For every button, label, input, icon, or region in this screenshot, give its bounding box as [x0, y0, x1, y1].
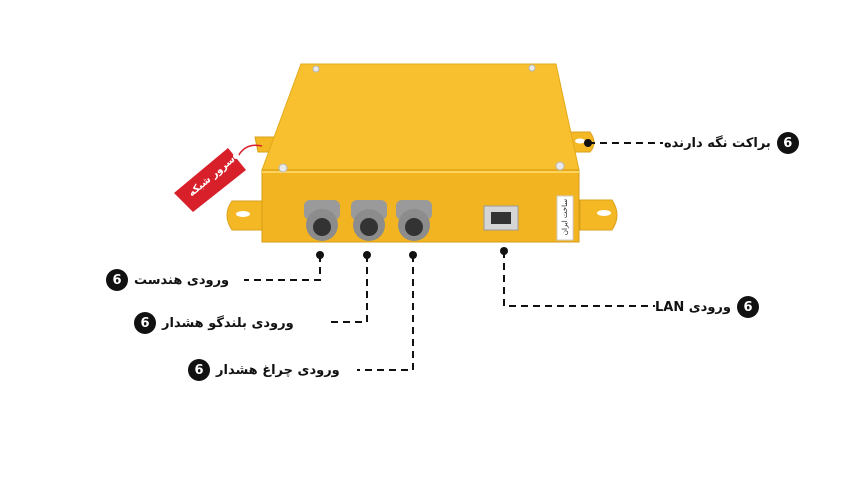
- top-right-bracket-hole: [575, 138, 585, 144]
- right-bracket-hole: [597, 210, 611, 216]
- speaker-gland: [351, 200, 387, 241]
- left-bracket-hole: [236, 211, 250, 217]
- bracket-label: براکت نگه دارنده: [664, 135, 771, 151]
- lan-label: ورودی LAN: [655, 299, 731, 315]
- connector-lines: [244, 142, 663, 371]
- stamp-plate: [556, 195, 574, 241]
- speaker-number-badge: 6: [134, 312, 156, 334]
- right-bracket: [579, 199, 618, 231]
- lamp-number-badge: 6: [188, 359, 210, 381]
- connector-dots: [316, 139, 592, 259]
- lamp-gland: [396, 200, 432, 241]
- speaker-callout: ورودی بلندگو هشدار 6: [134, 312, 294, 334]
- stamp-label: ساخت ایران: [561, 198, 569, 236]
- bracket-number-badge: 6: [776, 132, 799, 154]
- server-tag: [174, 144, 263, 212]
- lamp-callout: ورودی چراغ هشدار 6: [188, 359, 340, 381]
- handsfree-number-badge: 6: [106, 269, 128, 291]
- handsfree-callout: ورودی هندست 6: [106, 269, 229, 291]
- speaker-label: ورودی بلندگو هشدار: [162, 315, 294, 331]
- box-top: [261, 63, 580, 171]
- handsfree-label: ورودی هندست: [134, 272, 230, 288]
- lan-port: [483, 205, 519, 231]
- lan-callout: ورودی LAN 6: [655, 296, 759, 318]
- lan-number-badge: 6: [737, 296, 759, 318]
- bracket-callout: براکت نگه دارنده 6: [664, 132, 799, 154]
- lamp-label: ورودی چراغ هشدار: [216, 362, 340, 378]
- handsfree-gland: [304, 200, 340, 241]
